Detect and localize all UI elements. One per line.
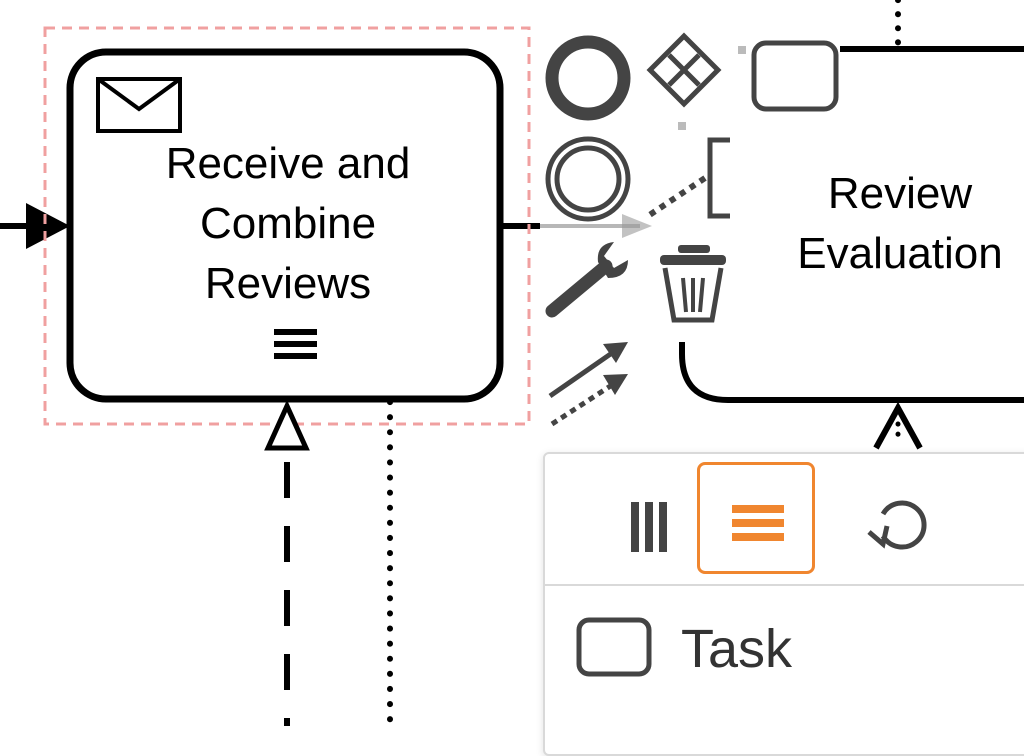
gateway-x-icon[interactable] [646,32,722,108]
rounded-rect-icon[interactable] [751,40,839,112]
sequential-bars-icon [732,505,784,541]
receive-combine-task[interactable] [66,48,504,403]
envelope-icon [96,77,182,133]
popup-entry-task-label: Task [681,619,793,679]
loop-icon [867,500,927,550]
task-label-line: Receive and [165,139,411,188]
resize-handle[interactable] [678,122,686,130]
task-label-line: Reviews [204,259,372,308]
sequential-multi-instance-button[interactable] [697,462,815,574]
annotation-bracket-icon[interactable] [646,137,730,219]
review-incoming-flow[interactable] [873,401,923,450]
outgoing-sequence-flow[interactable] [500,214,652,238]
parallel-bars-icon [631,502,667,552]
task-rect-icon [576,617,652,677]
task-label-line: Combine [199,199,377,248]
popup-entry-task[interactable]: Task [575,612,875,682]
bold-circle-icon[interactable] [545,35,631,121]
resize-handle[interactable] [738,46,746,54]
trash-icon[interactable] [660,245,726,323]
review-evaluation-task[interactable] [679,46,1024,403]
task-label-line: Review [827,169,973,218]
task-label-line: Evaluation [797,229,1003,278]
incoming-message-flow[interactable] [264,399,310,726]
replace-popup-menu: Task [543,452,1024,756]
receive-combine-task-label: Receive and Combine Reviews [80,134,496,314]
popup-header [545,454,1024,586]
diagram-canvas[interactable] [0,0,1024,726]
double-circle-icon[interactable] [545,136,631,222]
connect-arrows-icon[interactable] [548,342,628,427]
incoming-sequence-flow[interactable] [0,203,70,249]
wrench-icon[interactable] [545,242,628,318]
review-evaluation-task-label: Review Evaluation [740,164,1024,284]
parallel-multi-instance-button[interactable] [577,462,695,572]
sequential-multi-instance-marker-icon [274,329,317,359]
loop-button[interactable] [833,462,951,572]
